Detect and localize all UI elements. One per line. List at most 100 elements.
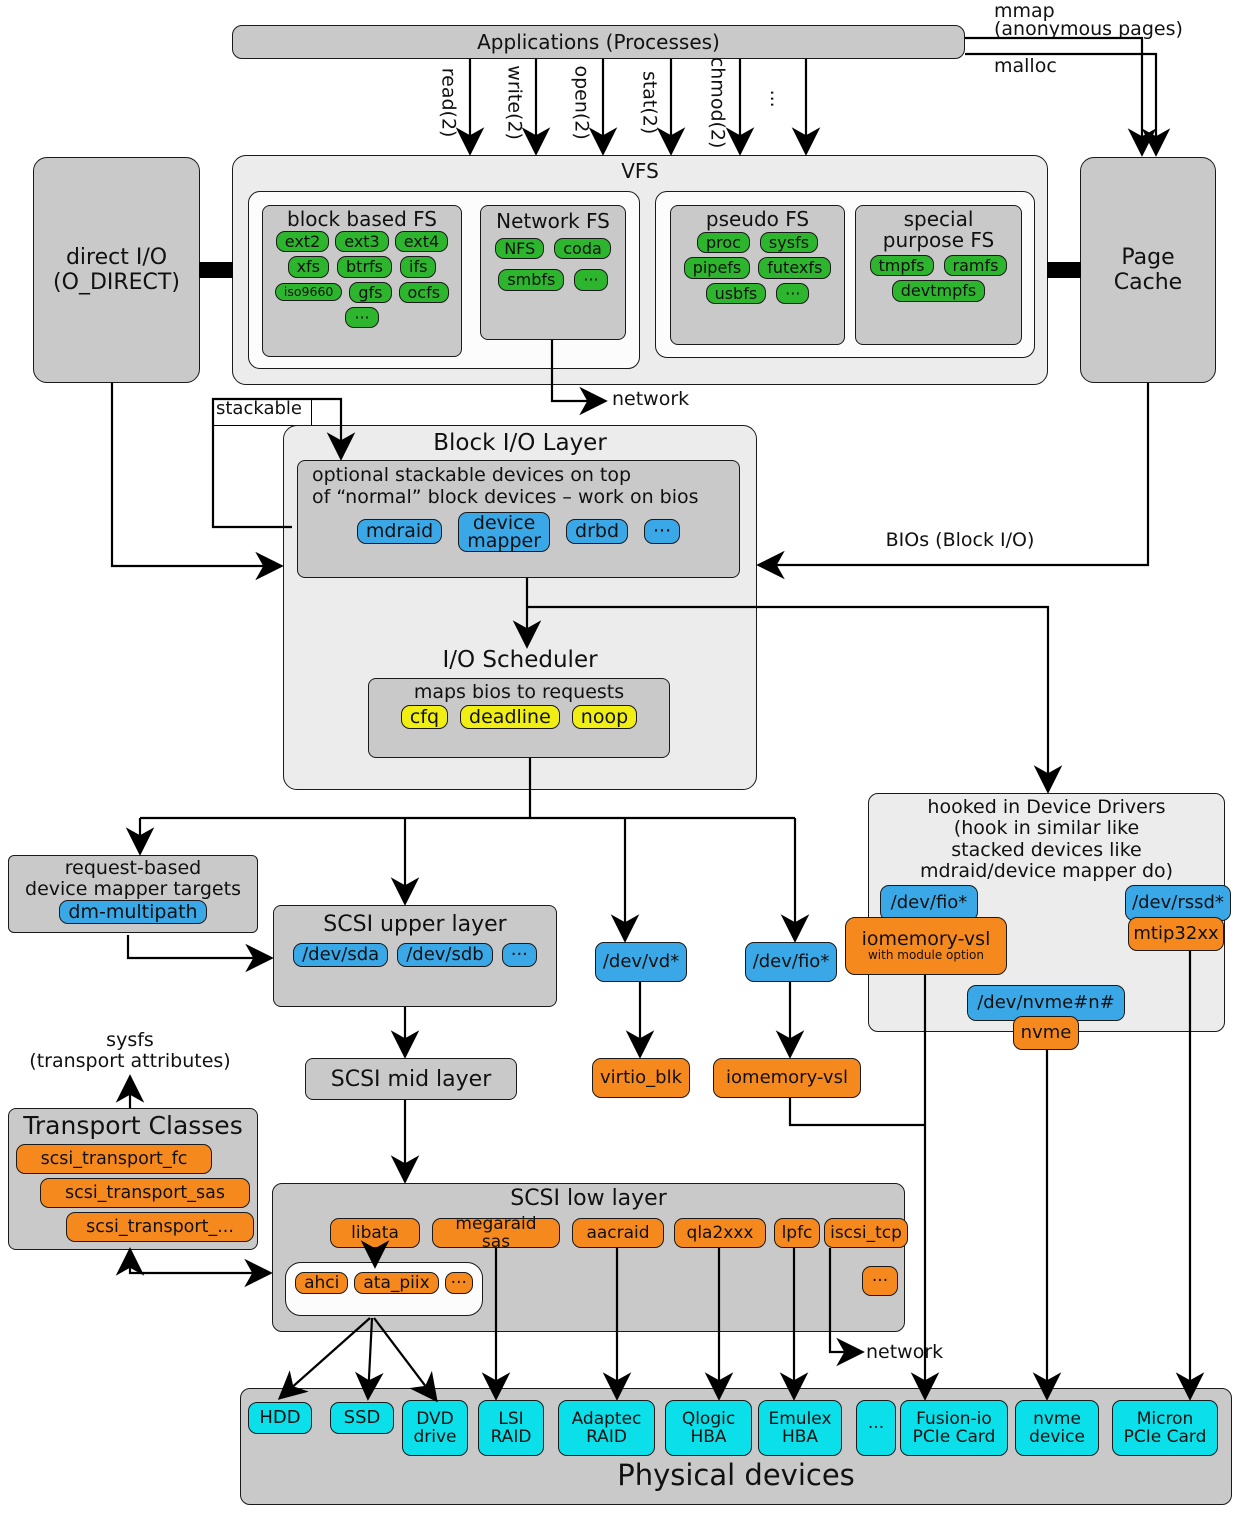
pseudo-fs-box: pseudo FS proc sysfs pipefs futexfs usbf… — [670, 205, 845, 345]
special-fs-box: special purpose FS tmpfs ramfs devtmpfs — [855, 205, 1022, 345]
device-mapper-pill: device mapper — [458, 511, 551, 552]
nvme-driver-pill: nvme — [1013, 1016, 1079, 1050]
fs-devtmpfs: devtmpfs — [891, 280, 986, 302]
fs-ifs: ifs — [400, 256, 437, 278]
qla2xxx-pill: qla2xxx — [674, 1218, 766, 1248]
mtip32xx-pill: mtip32xx — [1128, 917, 1224, 951]
arrow-transport-low — [115, 1247, 273, 1288]
network-fs-title: Network FS — [496, 209, 610, 233]
fs-ramfs: ramfs — [943, 255, 1008, 277]
block-fs-box: block based FS ext2 ext3 ext4 xfs btrfs … — [262, 205, 462, 357]
libata-more-pill: ··· — [444, 1272, 473, 1295]
block-io-more-pill: ··· — [644, 519, 681, 544]
malloc-label: malloc — [994, 55, 1057, 77]
fs-xfs: xfs — [287, 256, 330, 278]
scsi-transport-more-pill: scsi_transport_... — [66, 1212, 254, 1242]
ahci-pill: ahci — [295, 1272, 349, 1295]
network-bottom-label: network — [866, 1341, 944, 1363]
physical-devices-title: Physical devices — [617, 1458, 855, 1492]
fs-usbfs: usbfs — [705, 282, 767, 304]
dm-targets-title: request-based device mapper targets — [25, 857, 241, 900]
direct-io-vfs-bus — [199, 262, 233, 278]
page-cache-box: Page Cache — [1080, 157, 1216, 383]
lsi-raid-pill: LSI RAID — [478, 1400, 544, 1456]
cfq-pill: cfq — [400, 704, 449, 730]
dm-multipath-pill: dm-multipath — [59, 899, 207, 925]
dev-rssd-pill: /dev/rssd* — [1125, 885, 1231, 921]
transport-classes-title: Transport Classes — [23, 1111, 243, 1140]
stackable-devices-box: optional stackable devices on top of “no… — [297, 460, 740, 578]
dev-fio-pill: /dev/fio* — [745, 942, 837, 982]
mmap-sub-label: (anonymous pages) — [994, 18, 1183, 40]
fs-gfs: gfs — [349, 281, 392, 303]
dvd-drive-pill: DVD drive — [402, 1400, 468, 1456]
ssd-pill: SSD — [330, 1402, 394, 1434]
fs-tmpfs: tmpfs — [869, 255, 934, 277]
deadline-pill: deadline — [460, 704, 560, 730]
hooked-iomemory-pill: iomemory-vsl with module option — [845, 917, 1007, 975]
syscall-label-chmod: chmod(2) — [706, 56, 729, 149]
fs-pseudomore: ··· — [776, 282, 810, 304]
syscall-label-write: write(2) — [503, 65, 526, 140]
stackable-label: stackable — [214, 398, 312, 426]
libata-pill: libata — [330, 1218, 420, 1248]
dev-sda-pill: /dev/sda — [293, 943, 389, 967]
fs-coda: coda — [554, 238, 611, 260]
block-io-layer-title: Block I/O Layer — [433, 430, 607, 456]
sysfs-transport-label: sysfs (transport attributes) — [29, 1028, 231, 1072]
syscall-label-stat: stat(2) — [638, 70, 661, 135]
mmap-label: mmap — [994, 0, 1055, 22]
iomemory-vsl-pill: iomemory-vsl — [713, 1058, 861, 1098]
line-iomemory-join — [788, 1098, 925, 1127]
network-top-label: network — [612, 388, 690, 410]
iscsi-tcp-pill: iscsi_tcp — [824, 1218, 908, 1248]
hooked-drivers-title: hooked in Device Drivers (hook in simila… — [919, 796, 1174, 882]
fs-smbfs: smbfs — [498, 269, 565, 291]
noop-pill: noop — [571, 704, 638, 730]
drbd-pill: drbd — [566, 519, 629, 544]
emulex-hba-pill: Emulex HBA — [758, 1400, 842, 1456]
arrow-dm-to-scsi — [126, 935, 274, 973]
megaraid-sas-pill: megaraid sas — [432, 1214, 560, 1251]
stackable-devices-note: optional stackable devices on top of “no… — [312, 464, 699, 508]
aacraid-pill: aacraid — [572, 1218, 664, 1248]
micron-pill: Micron PCIe Card — [1112, 1400, 1218, 1456]
mdraid-pill: mdraid — [356, 519, 443, 544]
special-fs-title: special purpose FS — [882, 207, 995, 252]
io-scheduler-note: maps bios to requests — [413, 681, 625, 703]
syscall-label-open: open(2) — [570, 65, 593, 140]
fs-iso9660: iso9660 — [274, 283, 343, 301]
scsi-transport-fc-pill: scsi_transport_fc — [16, 1144, 212, 1174]
block-fs-title: block based FS — [287, 207, 437, 231]
scsi-upper-title: SCSI upper layer — [323, 912, 507, 937]
nvme-device-pill: nvme device — [1015, 1400, 1099, 1456]
scsi-upper-more-pill: ··· — [501, 943, 537, 967]
fs-more: ··· — [345, 306, 379, 329]
bios-label: BIOs (Block I/O) — [885, 529, 1035, 551]
network-fs-box: Network FS NFS coda smbfs ··· — [480, 205, 626, 340]
syscall-label-ellipsis: ··· — [760, 89, 783, 108]
virtio-blk-pill: virtio_blk — [592, 1058, 690, 1098]
pseudo-fs-title: pseudo FS — [705, 207, 810, 231]
fs-netmore: ··· — [574, 269, 608, 291]
syscall-label-read: read(2) — [437, 67, 460, 138]
hdd-pill: HDD — [248, 1402, 312, 1434]
qlogic-hba-pill: Qlogic HBA — [665, 1400, 752, 1456]
scsi-low-more-pill: ··· — [862, 1266, 898, 1296]
fs-futexfs: futexfs — [758, 257, 832, 279]
scsi-mid-box: SCSI mid layer — [305, 1058, 517, 1100]
io-scheduler-title: I/O Scheduler — [442, 647, 598, 673]
fs-ext4: ext4 — [394, 231, 449, 253]
fs-pipefs: pipefs — [683, 257, 751, 279]
dm-targets-box: request-based device mapper targets dm-m… — [8, 855, 258, 933]
io-scheduler-box: maps bios to requests cfq deadline noop — [368, 678, 670, 758]
scsi-upper-box: SCSI upper layer /dev/sda /dev/sdb ··· — [273, 905, 557, 1007]
vfs-title: VFS — [621, 159, 659, 183]
vfs-page-cache-bus — [1047, 262, 1081, 278]
hooked-iomemory-label: iomemory-vsl — [861, 927, 991, 950]
dev-nvme-pill: /dev/nvme#n# — [967, 985, 1125, 1021]
adaptec-raid-pill: Adaptec RAID — [558, 1400, 655, 1456]
direct-io-box: direct I/O (O_DIRECT) — [33, 157, 200, 383]
libata-sub-box: ahci ata_piix ··· — [285, 1262, 483, 1316]
